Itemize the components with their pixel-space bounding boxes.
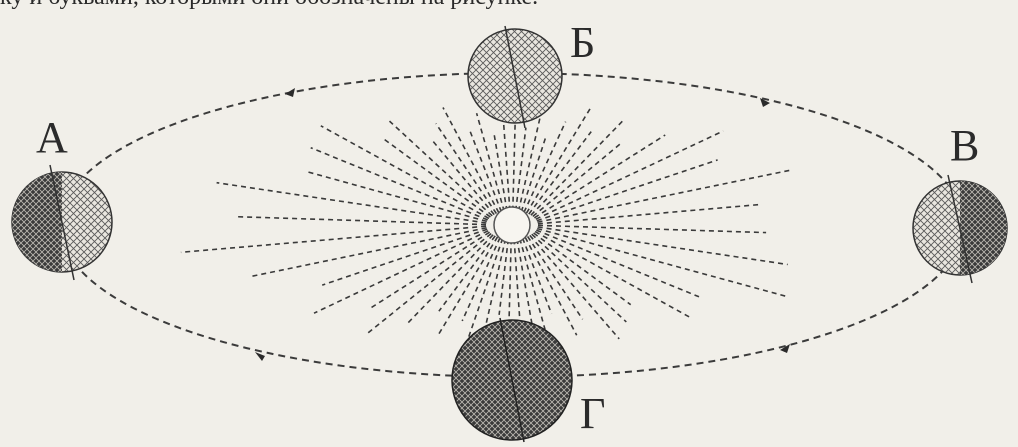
label-v: В [950,121,979,170]
sun-ray [536,230,699,297]
sun-ray [503,120,510,211]
earth-position-b [468,26,562,128]
sun-ray [534,233,631,305]
label-g: Г [580,389,605,438]
sun-ray [408,235,494,323]
label-a: А [36,113,68,162]
earth-position-g [452,318,572,442]
sun-ray [370,232,490,308]
sun-ray [538,170,791,222]
sun [494,207,530,243]
sun-ray [538,205,760,224]
sun-ray [524,122,566,213]
sun-ray [534,135,665,218]
label-b: Б [570,18,595,67]
sun-ray [535,232,691,318]
sun-ray [321,126,489,219]
sun-ray [499,239,508,315]
sun-ray [311,148,488,220]
sun-ray [252,228,486,276]
sun-rays [181,105,791,345]
sun-ray [390,121,493,216]
sun-ray [314,231,488,313]
sun-ray [181,226,486,252]
sun-ray [520,239,545,330]
sun-ray [527,108,591,213]
sun-ray [538,225,766,232]
sun-ray [538,227,788,265]
sun-ray [383,139,490,217]
sun-ray [307,172,487,222]
sun-ray [462,238,500,321]
earth-position-a [10,165,112,280]
sun-ray [536,131,723,219]
earth-position-v [913,175,1007,283]
sun-ray [528,236,583,319]
